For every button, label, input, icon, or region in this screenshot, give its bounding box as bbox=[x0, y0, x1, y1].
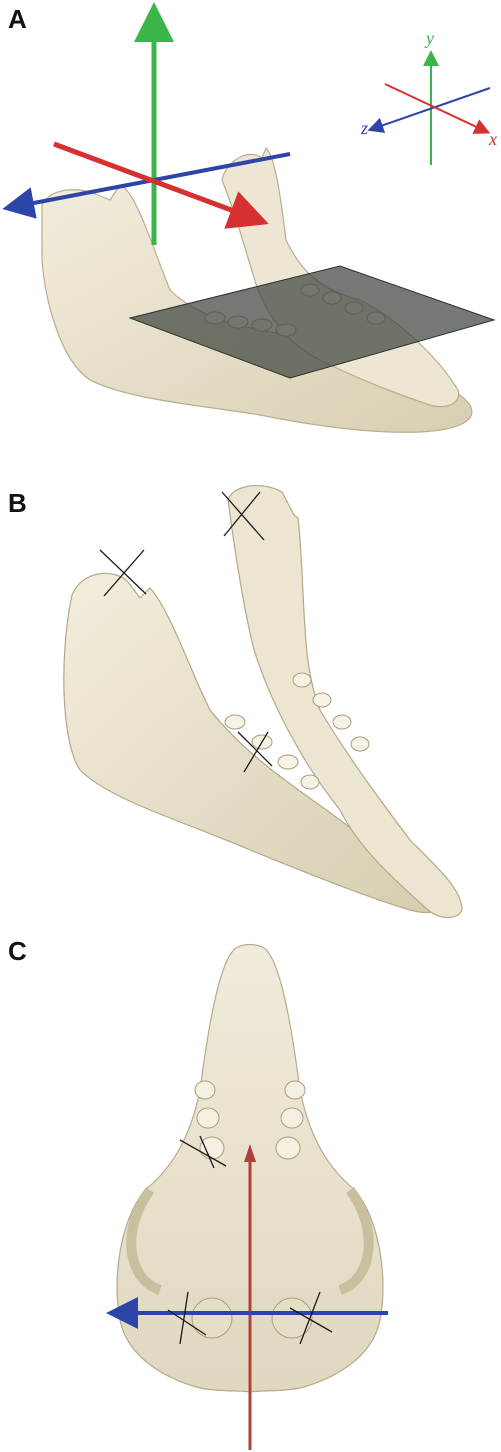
panel-a-illustration: y z x bbox=[0, 0, 501, 470]
triad-label-z: z bbox=[360, 118, 368, 138]
triad-label-y: y bbox=[424, 28, 434, 48]
panel-b bbox=[0, 470, 501, 940]
panel-a: y z x bbox=[0, 0, 501, 470]
bulla-right bbox=[272, 1298, 312, 1338]
triad-label-x: x bbox=[488, 129, 497, 149]
axes-triad: y z x bbox=[360, 28, 497, 165]
panel-c bbox=[0, 940, 501, 1452]
panel-c-illustration bbox=[0, 940, 501, 1452]
panel-b-illustration bbox=[0, 470, 501, 940]
bulla-left bbox=[192, 1298, 232, 1338]
